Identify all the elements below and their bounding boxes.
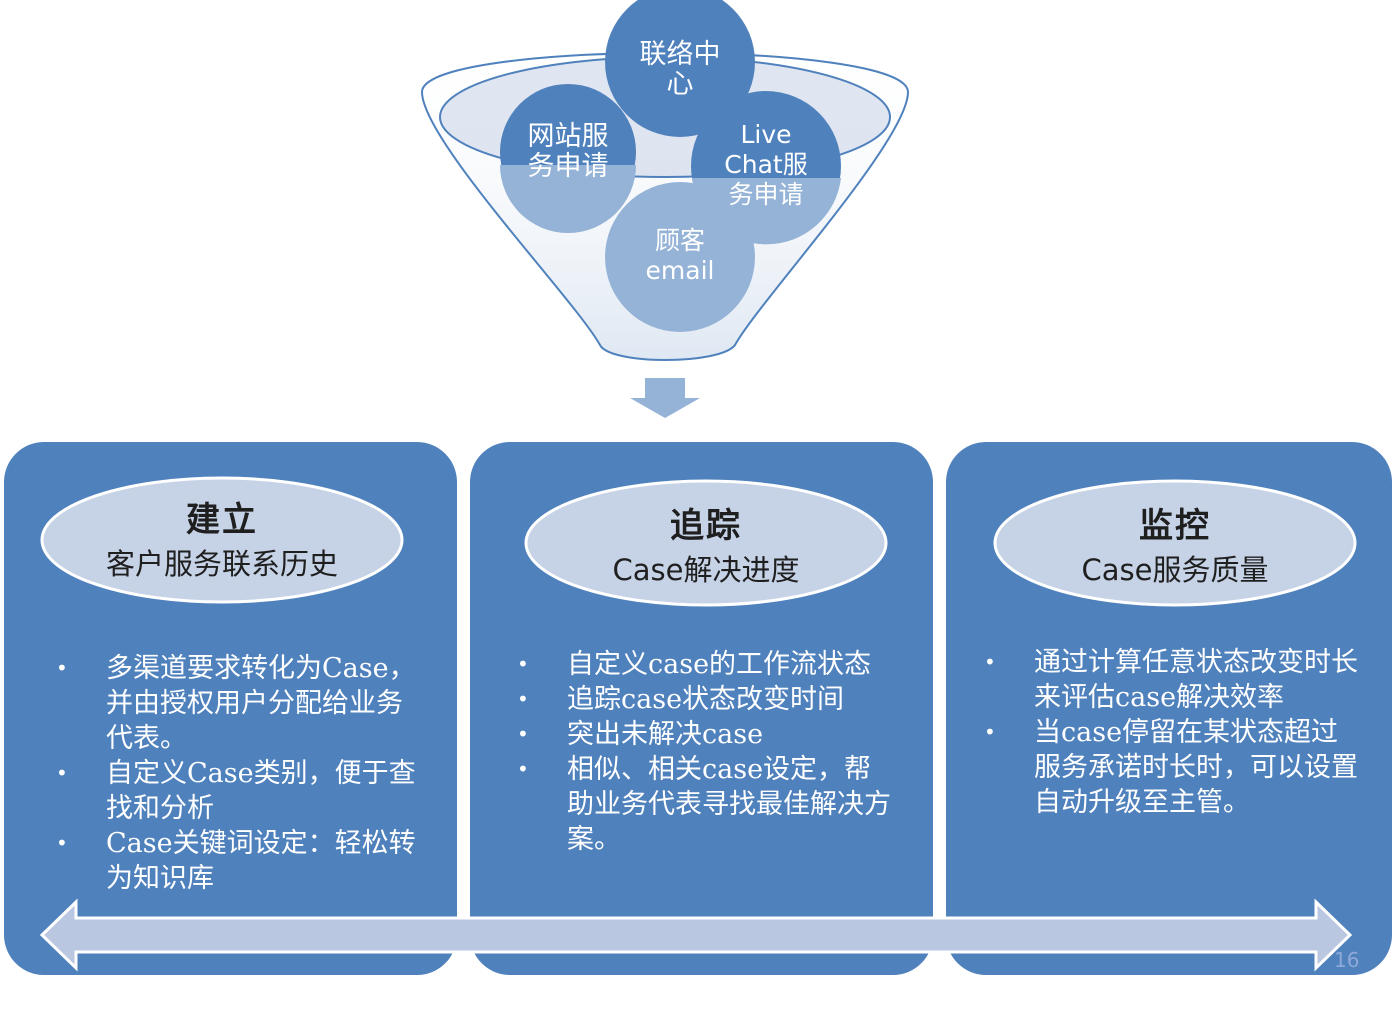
- ellipse-track: [524, 479, 888, 607]
- title-establish: 建立: [186, 500, 258, 540]
- bullet-item: •追踪case状态改变时间: [517, 684, 845, 715]
- funnel-diagram: [420, 0, 910, 418]
- title-monitor: 监控: [1139, 506, 1211, 546]
- label-email: 顾客 email: [645, 226, 715, 285]
- subtitle-establish: 客户服务联系历史: [105, 547, 338, 581]
- page-number: 16: [1334, 948, 1360, 972]
- bullet-item: •多渠道要求转化为Case，并由授权用户分配给业务代表。: [56, 653, 416, 754]
- label-website: 网站服 务申请: [527, 121, 609, 182]
- bullet-item: •当case停留在某状态超过服务承诺时长时，可以设置自动升级至主管。: [984, 717, 1358, 818]
- label-contact-center: 联络中 心: [639, 39, 721, 100]
- bullet-item: •Case关键词设定：轻松转为知识库: [56, 828, 416, 894]
- bullet-item: •自定义case的工作流状态: [517, 649, 872, 680]
- double-arrow-icon: [39, 898, 1353, 972]
- bullet-item: •通过计算任意状态改变时长来评估case解决效率: [984, 647, 1358, 713]
- title-track: 追踪: [670, 506, 742, 546]
- circle-contact-center: [605, 0, 755, 137]
- label-live-chat: Live Chat服 务申请: [724, 120, 808, 209]
- bullets-track: •自定义case的工作流状态 •追踪case状态改变时间 •突出未解决case …: [515, 647, 893, 857]
- subtitle-track: Case解决进度: [612, 553, 800, 587]
- bullet-item: •自定义Case类别，便于查找和分析: [56, 758, 416, 824]
- bullet-item: •相似、相关case设定，帮助业务代表寻找最佳解决方案。: [517, 754, 891, 855]
- panel-title-track: 追踪 Case解决进度: [526, 498, 886, 589]
- ellipse-monitor: [993, 479, 1357, 607]
- panel-title-establish: 建立 客户服务联系历史: [42, 492, 402, 583]
- down-arrow-icon: [630, 378, 700, 418]
- ellipse-establish: [40, 476, 404, 604]
- bullets-establish: •多渠道要求转化为Case，并由授权用户分配给业务代表。 •自定义Case类别，…: [54, 651, 426, 896]
- bullet-item: •突出未解决case: [517, 719, 764, 750]
- bullets-monitor: •通过计算任意状态改变时长来评估case解决效率 •当case停留在某状态超过服…: [982, 645, 1360, 820]
- subtitle-monitor: Case服务质量: [1081, 553, 1269, 587]
- panel-title-monitor: 监控 Case服务质量: [995, 498, 1355, 589]
